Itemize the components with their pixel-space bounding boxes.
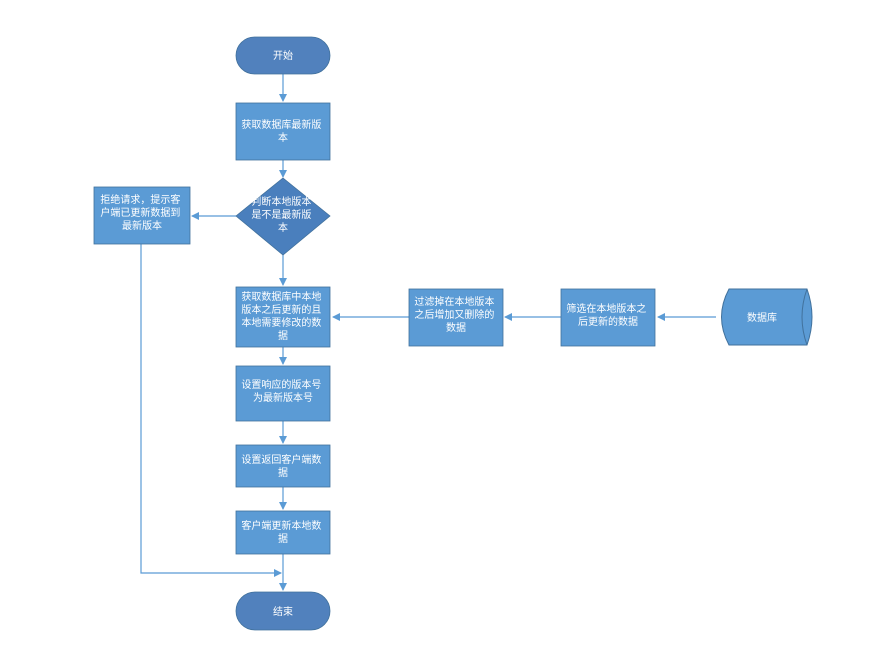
decision-label: 判断本地版本 是不是最新版 本: [251, 195, 314, 234]
filter-updated-line-1: 筛选在本地版本之: [566, 302, 646, 315]
client-update-label: 客户端更新本地数 据: [241, 519, 324, 545]
database-label: 数据库: [747, 311, 777, 324]
start-label: 开始: [273, 49, 293, 62]
set-version-line-1: 设置响应的版本号: [241, 378, 321, 391]
filter-updated-line-2: 后更新的数据: [578, 315, 638, 328]
set-return-node: 设置返回客户端数 据: [235, 444, 331, 488]
start-node: 开始: [235, 36, 331, 75]
client-update-node: 客户端更新本地数 据: [235, 510, 331, 555]
set-return-line-1: 设置返回客户端数: [241, 453, 321, 466]
set-version-node: 设置响应的版本号 为最新版本号: [235, 365, 331, 422]
decision-node: 判断本地版本 是不是最新版 本: [235, 177, 331, 256]
get-latest-line-1: 获取数据库最新版: [241, 118, 321, 131]
set-version-label: 设置响应的版本号 为最新版本号: [241, 378, 324, 404]
reject-line-1: 拒绝请求，提示客: [100, 193, 180, 206]
get-latest-label: 获取数据库最新版 本: [241, 118, 324, 144]
set-return-line-2: 据: [278, 466, 288, 479]
filter-updated-node: 筛选在本地版本之 后更新的数据: [560, 288, 656, 347]
set-return-label: 设置返回客户端数 据: [241, 453, 324, 479]
get-modified-line-2: 版本之后更新的且: [241, 303, 321, 316]
get-modified-label: 获取数据库中本地 版本之后更新的且 本地需要修改的数 据: [241, 290, 324, 342]
filter-deleted-node: 过滤掉在本地版本 之后增加又删除的 数据: [408, 288, 504, 347]
reject-label: 拒绝请求，提示客 户端已更新数据到 最新版本: [100, 193, 183, 232]
get-latest-line-2: 本: [278, 131, 288, 144]
reject-node: 拒绝请求，提示客 户端已更新数据到 最新版本: [93, 186, 191, 245]
reject-line-2: 户端已更新数据到: [100, 206, 180, 219]
filter-deleted-line-1: 过滤掉在本地版本: [414, 295, 494, 308]
decision-line-1: 判断本地版本: [251, 195, 311, 208]
filter-deleted-line-2: 之后增加又删除的: [414, 308, 494, 321]
get-modified-line-1: 获取数据库中本地: [241, 290, 321, 303]
end-node: 结束: [235, 591, 331, 631]
filter-updated-label: 筛选在本地版本之 后更新的数据: [566, 302, 649, 328]
reject-line-3: 最新版本: [122, 219, 162, 232]
get-modified-node: 获取数据库中本地 版本之后更新的且 本地需要修改的数 据: [235, 286, 331, 348]
filter-deleted-label: 过滤掉在本地版本 之后增加又删除的 数据: [414, 295, 497, 334]
set-version-line-2: 为最新版本号: [253, 391, 313, 404]
client-update-line-2: 据: [278, 532, 288, 545]
database-node: 数据库: [721, 288, 813, 346]
filter-deleted-line-3: 数据: [446, 321, 466, 334]
edge-reject-to-end: [140, 244, 282, 577]
get-modified-line-4: 据: [278, 329, 288, 342]
decision-line-2: 是不是最新版: [251, 208, 311, 221]
end-label: 结束: [273, 605, 293, 618]
edges: [140, 74, 716, 591]
client-update-line-1: 客户端更新本地数: [241, 519, 321, 532]
decision-line-3: 本: [278, 221, 288, 234]
get-modified-line-3: 本地需要修改的数: [241, 316, 321, 329]
get-latest-node: 获取数据库最新版 本: [235, 102, 331, 161]
